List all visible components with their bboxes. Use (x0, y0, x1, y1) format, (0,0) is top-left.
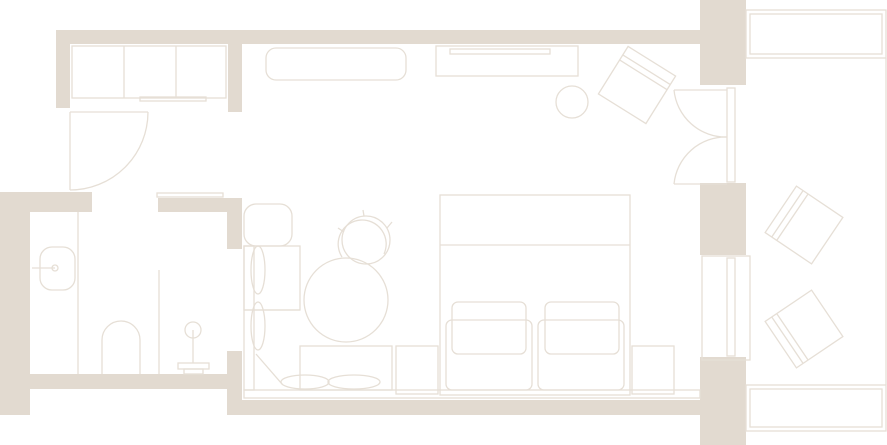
plan-line (764, 289, 844, 369)
plan-line (701, 255, 751, 361)
plan-line (337, 219, 387, 258)
plan-line (449, 48, 551, 55)
plan-line (227, 400, 700, 415)
plan-line (139, 96, 207, 102)
balcony (745, 9, 887, 432)
plan-line (337, 227, 345, 233)
bathroom-fixtures (32, 212, 210, 375)
tv-console (435, 45, 579, 77)
plan-line (177, 362, 210, 370)
plan-line (700, 357, 746, 445)
plan-line (183, 368, 204, 375)
plan-line (280, 374, 330, 390)
chair-icon (337, 209, 393, 265)
plan-line (56, 30, 700, 44)
plan-line (726, 257, 736, 357)
plan-line (51, 264, 59, 272)
armchair-icon (764, 289, 844, 369)
plan-line (0, 192, 30, 415)
plan-line (56, 30, 70, 108)
armchair-icon (764, 185, 844, 265)
plan-line (776, 313, 809, 361)
plan-line (69, 111, 149, 191)
walls (0, 0, 746, 445)
plan-line (362, 209, 365, 217)
plan-line (299, 345, 393, 391)
sofa-icon (243, 203, 393, 391)
plan-line (776, 193, 809, 241)
plan-line (243, 389, 701, 399)
plan-line (71, 45, 227, 99)
plan-line (745, 384, 887, 432)
plan-line (673, 89, 728, 138)
plan-line (771, 190, 804, 238)
plan-line (156, 192, 224, 198)
plan-line (745, 9, 887, 59)
plan-line (700, 0, 746, 85)
plan-line (341, 215, 391, 265)
plan-line (673, 136, 728, 185)
plan-line (395, 345, 439, 395)
plan-line (228, 44, 242, 112)
plan-line (451, 301, 527, 355)
plan-line (386, 221, 393, 229)
plan-line (764, 185, 844, 265)
plan-line (631, 345, 675, 395)
plan-line (227, 198, 242, 249)
door-swing-icon (69, 111, 224, 198)
plan-line (30, 374, 242, 389)
plan-line (439, 194, 631, 396)
table-icon (303, 257, 389, 343)
plan-line (726, 87, 736, 183)
plan-line (327, 374, 381, 390)
armchair-icon (597, 45, 677, 125)
plan-line (0, 192, 92, 212)
plan-line (749, 388, 883, 428)
plan-line (700, 183, 746, 255)
plan-line (243, 203, 293, 247)
plan-line (250, 301, 266, 351)
plan-line (749, 13, 883, 55)
plan-line (243, 245, 255, 391)
toilet-icon (101, 320, 141, 374)
plan-line (622, 54, 671, 86)
plan-line (158, 198, 242, 212)
plan-line (255, 353, 283, 385)
bench-icon (265, 47, 407, 81)
plan-line (227, 351, 242, 415)
wardrobe (71, 45, 227, 102)
plan-line (771, 316, 804, 364)
bedroom-furniture (243, 45, 751, 399)
plan-line (544, 301, 620, 355)
bed-icon (395, 194, 675, 396)
plan-line (250, 245, 266, 295)
plan-line (619, 59, 668, 91)
plan-line (597, 45, 677, 125)
balcony-door-icon (673, 87, 751, 361)
planter-icon (555, 85, 589, 119)
